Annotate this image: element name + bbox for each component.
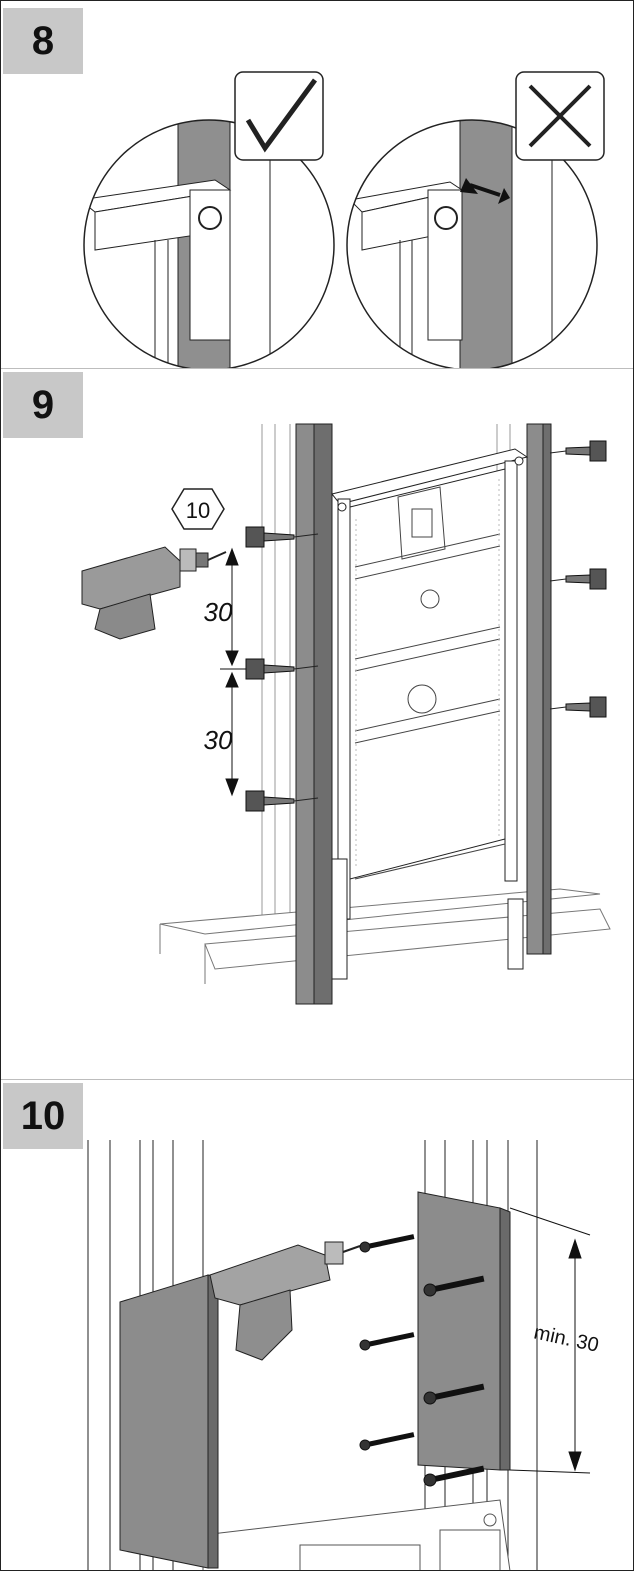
spacing-bottom-label: 30 bbox=[204, 725, 233, 755]
correct-detail bbox=[84, 120, 334, 368]
step-9-panel: 9 bbox=[0, 369, 634, 1079]
step-8-panel: 8 bbox=[0, 0, 634, 368]
step-number: 8 bbox=[3, 8, 83, 74]
right-board bbox=[417, 1191, 501, 1471]
board-screws bbox=[359, 1234, 485, 1487]
cross-icon bbox=[528, 84, 592, 148]
step-number: 10 bbox=[3, 1083, 83, 1149]
spacing-dimension bbox=[220, 547, 246, 797]
step-10-illustration: min. 30 bbox=[87, 1140, 601, 1571]
left-board bbox=[119, 1274, 209, 1569]
min-spacing-label: min. 30 bbox=[532, 1322, 601, 1357]
panel-divider bbox=[0, 368, 634, 369]
drill-icon bbox=[81, 546, 227, 640]
panel-divider bbox=[0, 1079, 634, 1080]
incorrect-detail bbox=[347, 120, 597, 368]
right-screws bbox=[549, 440, 607, 718]
step-9-illustration: 10 30 30 bbox=[81, 423, 611, 1005]
spacing-top-label: 30 bbox=[204, 597, 233, 627]
min-dimension bbox=[509, 1207, 591, 1474]
step-8-illustration bbox=[83, 71, 605, 368]
left-screws bbox=[245, 526, 319, 812]
drill-icon bbox=[209, 1241, 361, 1361]
step-10-panel: 10 bbox=[0, 1080, 634, 1571]
tool-size-badge: 10 bbox=[171, 488, 225, 530]
step-number: 9 bbox=[3, 372, 83, 438]
tool-size-label: 10 bbox=[186, 498, 210, 523]
checkmark-icon bbox=[245, 78, 318, 153]
